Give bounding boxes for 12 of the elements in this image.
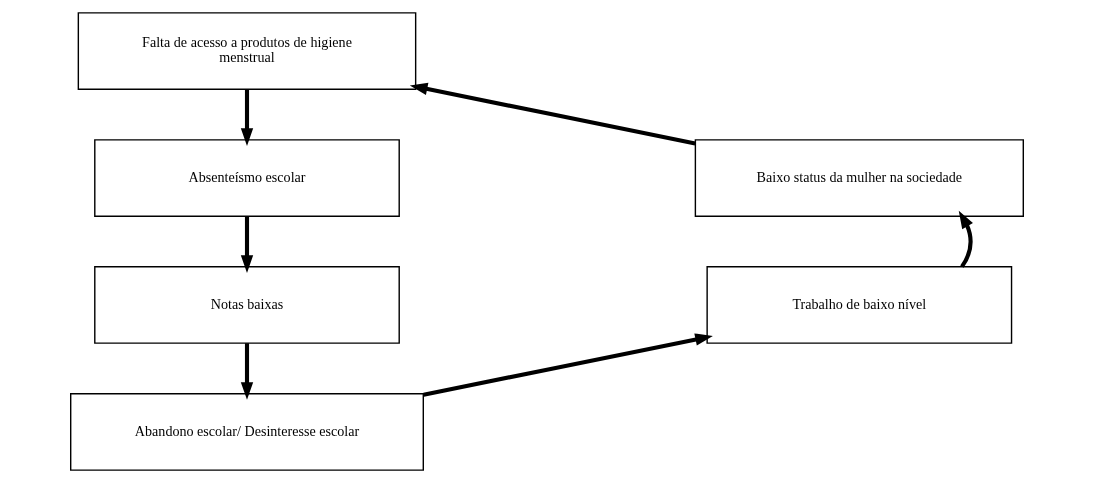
arrow xyxy=(958,210,973,268)
arrow xyxy=(240,343,254,400)
node-box: Falta de acesso a produtos de higiene menstrual xyxy=(77,12,417,90)
node-box: Baixo status da mulher na sociedade xyxy=(694,139,1024,217)
arrow xyxy=(240,89,254,146)
arrow xyxy=(423,333,713,397)
arrow xyxy=(409,82,696,146)
node-box: Abandono escolar/ Desinteresse escolar xyxy=(70,393,424,471)
node-box: Notas baixas xyxy=(94,266,400,344)
node-box: Trabalho de baixo nível xyxy=(706,266,1013,344)
arrow xyxy=(240,216,254,273)
node-box: Absenteísmo escolar xyxy=(94,139,400,217)
